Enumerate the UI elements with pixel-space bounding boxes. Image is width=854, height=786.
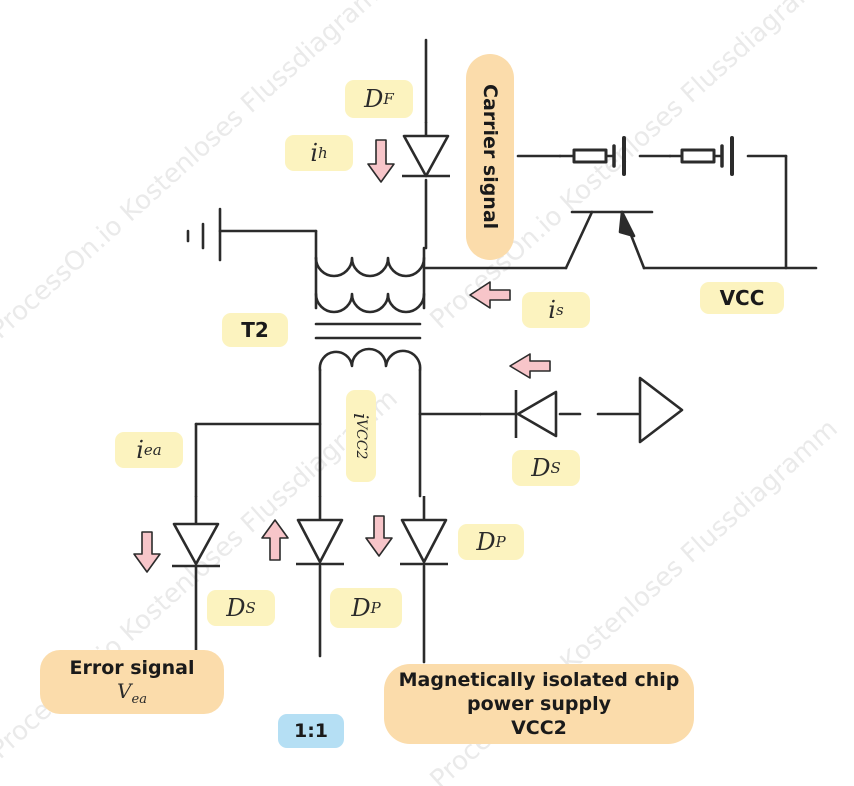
diode-ds-right-icon bbox=[480, 390, 558, 438]
arrow-iea-down-icon bbox=[133, 531, 161, 573]
switch-transistor-icon bbox=[564, 210, 654, 270]
arrow-dp-down-icon bbox=[365, 515, 393, 557]
transformer-secondary-coil bbox=[318, 347, 422, 498]
chip-power-line1: Magnetically isolated chip bbox=[398, 669, 680, 691]
label-t2: T2 bbox=[222, 313, 288, 347]
arrow-vcc2-up-icon bbox=[261, 519, 289, 561]
crystal-oscillator-icon-1 bbox=[558, 136, 626, 176]
transformer-primary-coil bbox=[314, 246, 426, 314]
label-vcc: VCC bbox=[700, 282, 784, 314]
arrow-ds-left-icon bbox=[509, 353, 551, 379]
buffer-triangle-icon bbox=[638, 376, 684, 444]
arrow-is-left-icon bbox=[469, 281, 511, 309]
chip-power-line2: power supply bbox=[466, 693, 611, 715]
diode-ds-left-icon bbox=[172, 496, 220, 568]
crystal-oscillator-icon-2 bbox=[668, 136, 734, 176]
label-chip-power-supply: Magnetically isolated chip power supply … bbox=[384, 664, 694, 744]
error-signal-text: Error signal bbox=[69, 657, 195, 679]
ground-icon bbox=[186, 207, 222, 262]
chip-power-line3: VCC2 bbox=[511, 717, 567, 739]
label-ratio: 1:1 bbox=[278, 714, 344, 748]
arrow-ih-down-icon bbox=[367, 139, 395, 183]
diode-df-icon bbox=[402, 122, 450, 178]
diode-dp-mid-icon bbox=[296, 496, 344, 566]
label-error-signal: Error signal Vea bbox=[40, 650, 224, 714]
diode-dp-right-icon bbox=[400, 496, 448, 566]
label-carrier-signal: Carrier signal bbox=[466, 54, 514, 260]
error-signal-math: Vea bbox=[117, 679, 147, 707]
